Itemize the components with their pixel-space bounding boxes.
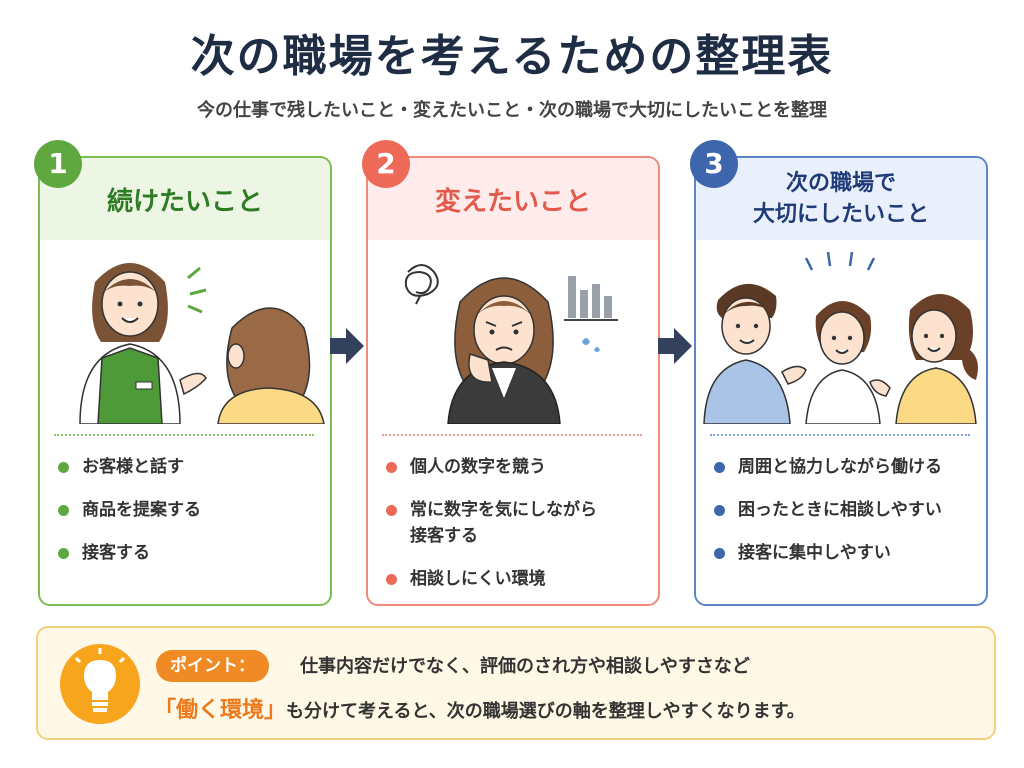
step-number-badge-2: 2 bbox=[362, 140, 410, 188]
bullet-dot bbox=[386, 462, 397, 473]
list-item-text: 商品を提案する bbox=[82, 500, 201, 520]
list-item: お客様と話す bbox=[58, 454, 320, 480]
list-item-text: お客様と話す bbox=[82, 457, 184, 477]
bullet-dot bbox=[714, 505, 725, 516]
bullet-dot bbox=[714, 462, 725, 473]
list-item-text: 個人の数字を競う bbox=[410, 457, 546, 477]
point-box: ポイント： 仕事内容だけでなく、評価のされ方や相談しやすさなど 「働く環境」も分… bbox=[36, 626, 996, 740]
bullet-dot bbox=[386, 505, 397, 516]
list-item-text: 接客に集中しやすい bbox=[738, 543, 891, 563]
bullet-dot bbox=[714, 548, 725, 559]
bullet-dot bbox=[386, 574, 397, 585]
card-heading-text: 次の職場で 大切にしたいこと bbox=[752, 171, 929, 227]
card-divider bbox=[710, 434, 970, 436]
list-item-text: 接客する bbox=[82, 543, 150, 563]
list-item: 商品を提案する bbox=[58, 497, 320, 523]
card-heading-continue: 続けたいこと bbox=[40, 158, 330, 240]
list-item-text: 困ったときに相談しやすい bbox=[738, 500, 942, 520]
page-subtitle: 今の仕事で残したいこと・変えたいこと・次の職場で大切にしたいことを整理 bbox=[197, 100, 827, 121]
point-text-line2: 「働く環境」も分けて考えると、次の職場選びの軸を整理しやすくなります。 bbox=[154, 692, 805, 724]
card-items-change: 個人の数字を競う 常に数字を気にしながら 接客する 相談しにくい環境 bbox=[386, 454, 648, 604]
card-change: 変えたいこと 個人の数字を競う 常に数字を気にしながら 接客する 相談しにくい環… bbox=[366, 156, 660, 606]
card-heading-value: 次の職場で 大切にしたいこと bbox=[696, 158, 986, 240]
cheerful-team-illustration bbox=[703, 251, 978, 424]
point-label-badge: ポイント： bbox=[156, 650, 269, 682]
point-text-rest: も分けて考えると、次の職場選びの軸を整理しやすくなります。 bbox=[286, 701, 805, 722]
bullet-dot bbox=[58, 548, 69, 559]
card-items-continue: お客様と話す 商品を提案する 接客する bbox=[58, 454, 320, 583]
list-item-text: 相談しにくい環境 bbox=[410, 569, 546, 589]
card-divider bbox=[382, 434, 642, 436]
list-item: 常に数字を気にしながら 接客する bbox=[386, 497, 648, 549]
card-divider bbox=[54, 434, 314, 436]
card-items-value: 周囲と協力しながら働ける 困ったときに相談しやすい 接客に集中しやすい bbox=[714, 454, 976, 583]
card-heading-text: 続けたいこと bbox=[106, 186, 263, 217]
staff-talking-to-customer-illustration bbox=[79, 263, 325, 424]
list-item: 接客する bbox=[58, 540, 320, 566]
list-item: 個人の数字を競う bbox=[386, 454, 648, 480]
list-item: 困ったときに相談しやすい bbox=[714, 497, 976, 523]
point-text-line1: 仕事内容だけでなく、評価のされ方や相談しやすさなど bbox=[300, 656, 750, 677]
lightbulb-icon bbox=[60, 644, 140, 724]
card-value: 次の職場で 大切にしたいこと 周囲と協力しながら働ける 困ったときに相談しやすい… bbox=[694, 156, 988, 606]
step-number-badge-1: 1 bbox=[34, 140, 82, 188]
card-heading-change: 変えたいこと bbox=[368, 158, 658, 240]
card-continue: 続けたいこと お客様と話す 商品を提案する 接客する bbox=[38, 156, 332, 606]
point-emphasis: 「働く環境」 bbox=[154, 698, 287, 723]
card-heading-text: 変えたいこと bbox=[434, 186, 591, 217]
bullet-dot bbox=[58, 462, 69, 473]
list-item-text: 周囲と協力しながら働ける bbox=[738, 457, 942, 477]
arrow-right-icon bbox=[330, 328, 364, 364]
stressed-worker-with-chart-illustration bbox=[404, 264, 618, 424]
list-item: 周囲と協力しながら働ける bbox=[714, 454, 976, 480]
list-item-text: 常に数字を気にしながら 接客する bbox=[410, 500, 597, 546]
bullet-dot bbox=[58, 505, 69, 516]
list-item: 相談しにくい環境 bbox=[386, 566, 648, 592]
arrow-right-icon bbox=[658, 328, 692, 364]
page-title: 次の職場を考えるための整理表 bbox=[190, 31, 834, 82]
list-item: 接客に集中しやすい bbox=[714, 540, 976, 566]
step-number-badge-3: 3 bbox=[690, 140, 738, 188]
